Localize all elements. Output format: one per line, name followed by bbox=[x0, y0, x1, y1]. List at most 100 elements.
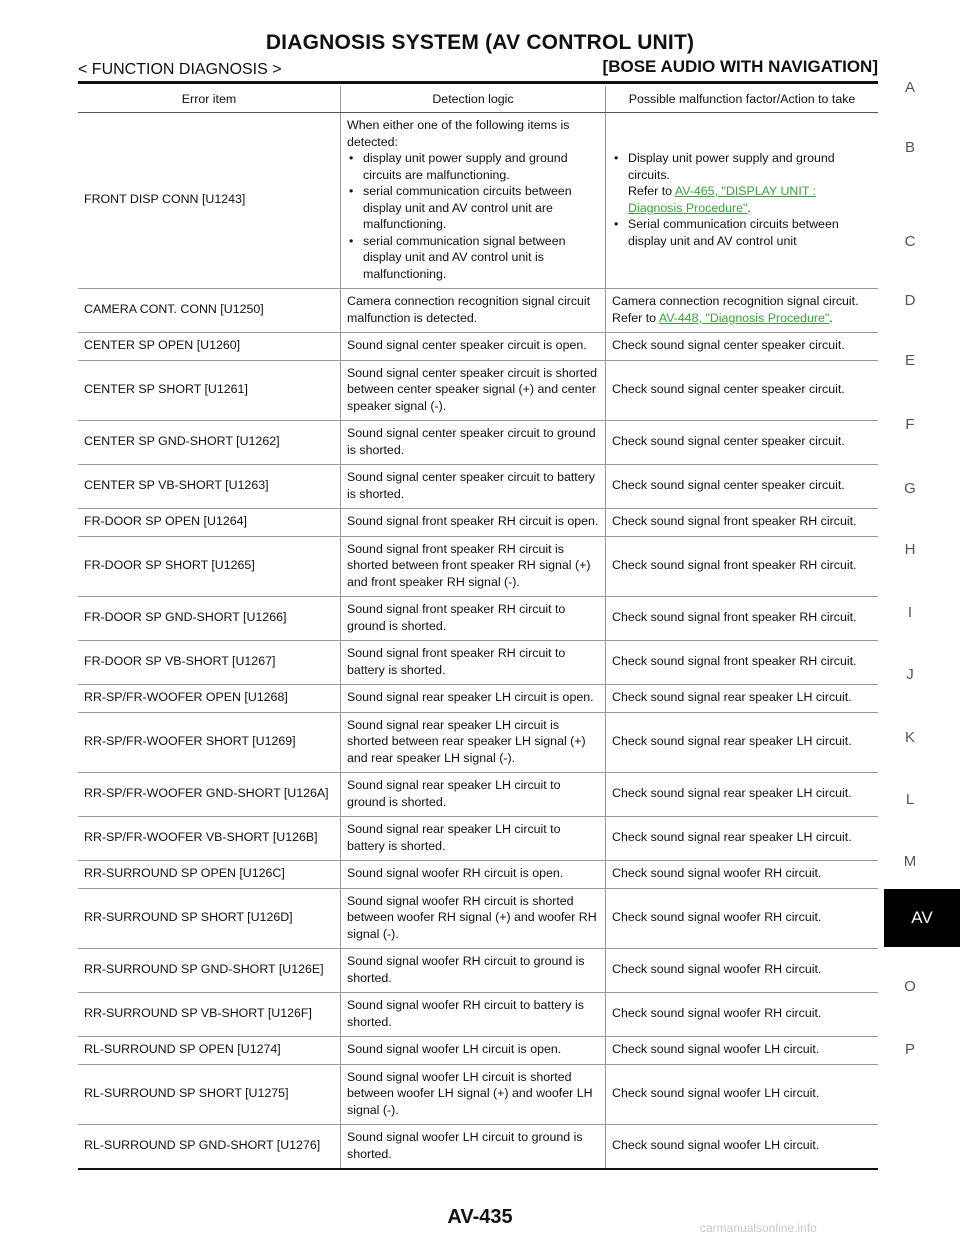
table-row: RR-SP/FR-WOOFER OPEN [U1268]Sound signal… bbox=[78, 684, 878, 713]
side-index-j[interactable]: J bbox=[906, 666, 914, 683]
detection-logic: Camera connection recognition signal cir… bbox=[340, 288, 606, 333]
header-detection-logic: Detection logic bbox=[340, 86, 606, 113]
model-label: [BOSE AUDIO WITH NAVIGATION] bbox=[602, 57, 878, 76]
error-item: FR-DOOR SP VB-SHORT [U1267] bbox=[78, 640, 341, 685]
error-item: RR-SP/FR-WOOFER GND-SHORT [U126A] bbox=[78, 772, 341, 817]
detection-logic: Sound signal center speaker circuit is o… bbox=[340, 332, 606, 361]
side-index-h[interactable]: H bbox=[904, 541, 916, 558]
action: Display unit power supply and ground cir… bbox=[605, 112, 878, 289]
action: Check sound signal woofer RH circuit. bbox=[605, 888, 878, 949]
error-item: CENTER SP SHORT [U1261] bbox=[78, 360, 341, 421]
table-row: RR-SURROUND SP OPEN [U126C]Sound signal … bbox=[78, 860, 878, 889]
action: Check sound signal woofer RH circuit. bbox=[605, 948, 878, 993]
error-item: CENTER SP GND-SHORT [U1262] bbox=[78, 420, 341, 465]
side-index-e[interactable]: E bbox=[904, 352, 915, 369]
table-row: FR-DOOR SP GND-SHORT [U1266]Sound signal… bbox=[78, 596, 878, 641]
table-row: FR-DOOR SP OPEN [U1264]Sound signal fron… bbox=[78, 508, 878, 537]
side-index-b[interactable]: B bbox=[904, 139, 915, 156]
header-action: Possible malfunction factor/Action to ta… bbox=[605, 86, 878, 113]
side-index-p[interactable]: P bbox=[904, 1041, 915, 1058]
page-title: DIAGNOSIS SYSTEM (AV CONTROL UNIT) bbox=[265, 31, 695, 54]
error-item: RR-SURROUND SP VB-SHORT [U126F] bbox=[78, 992, 341, 1037]
action: Check sound signal rear speaker LH circu… bbox=[605, 684, 878, 713]
action-bullet-list: Display unit power supply and ground cir… bbox=[612, 150, 872, 249]
side-index-l[interactable]: L bbox=[905, 791, 915, 808]
table-row: RR-SP/FR-WOOFER VB-SHORT [U126B]Sound si… bbox=[78, 816, 878, 861]
detection-logic: Sound signal woofer LH circuit to ground… bbox=[340, 1124, 606, 1170]
detection-logic: Sound signal woofer LH circuit is open. bbox=[340, 1036, 606, 1065]
refer-text: Refer to bbox=[628, 184, 673, 198]
side-index-o[interactable]: O bbox=[904, 978, 916, 995]
table-row: RR-SP/FR-WOOFER GND-SHORT [U126A]Sound s… bbox=[78, 772, 878, 817]
error-item: FR-DOOR SP GND-SHORT [U1266] bbox=[78, 596, 341, 641]
table-row: CENTER SP GND-SHORT [U1262]Sound signal … bbox=[78, 420, 878, 465]
table-row: RR-SURROUND SP VB-SHORT [U126F]Sound sig… bbox=[78, 992, 878, 1037]
list-item: display unit power supply and ground cir… bbox=[347, 150, 599, 183]
side-index-f[interactable]: F bbox=[905, 416, 915, 433]
action: Check sound signal front speaker RH circ… bbox=[605, 536, 878, 597]
action-text: Camera connection recognition signal cir… bbox=[612, 294, 859, 308]
table-row: RL-SURROUND SP OPEN [U1274]Sound signal … bbox=[78, 1036, 878, 1065]
refer-text: Refer to bbox=[612, 310, 657, 325]
table-row: RR-SURROUND SP GND-SHORT [U126E]Sound si… bbox=[78, 948, 878, 993]
side-index-av-active[interactable]: AV bbox=[884, 889, 960, 947]
detection-logic: Sound signal front speaker RH circuit to… bbox=[340, 596, 606, 641]
error-item: RR-SP/FR-WOOFER OPEN [U1268] bbox=[78, 684, 341, 713]
error-item: CENTER SP VB-SHORT [U1263] bbox=[78, 464, 341, 509]
action: Check sound signal rear speaker LH circu… bbox=[605, 772, 878, 817]
detection-logic: Sound signal woofer RH circuit to ground… bbox=[340, 948, 606, 993]
side-index-k[interactable]: K bbox=[904, 729, 915, 746]
detection-logic: Sound signal center speaker circuit to g… bbox=[340, 420, 606, 465]
detection-logic: Sound signal front speaker RH circuit is… bbox=[340, 508, 606, 537]
error-item: RR-SURROUND SP SHORT [U126D] bbox=[78, 888, 341, 949]
table-row: FR-DOOR SP VB-SHORT [U1267]Sound signal … bbox=[78, 640, 878, 685]
side-index-i[interactable]: I bbox=[907, 604, 913, 621]
page-number: AV-435 bbox=[447, 1206, 513, 1228]
side-index-a[interactable]: A bbox=[904, 79, 915, 96]
logic-bullet-list: display unit power supply and ground cir… bbox=[347, 150, 599, 282]
action: Check sound signal center speaker circui… bbox=[605, 420, 878, 465]
list-item: serial communication circuits between di… bbox=[347, 183, 599, 233]
error-item: RR-SURROUND SP OPEN [U126C] bbox=[78, 860, 341, 889]
error-item: FRONT DISP CONN [U1243] bbox=[78, 112, 341, 289]
detection-logic: Sound signal front speaker RH circuit is… bbox=[340, 536, 606, 597]
detection-logic: Sound signal woofer RH circuit is open. bbox=[340, 860, 606, 889]
reference-link[interactable]: AV-448, "Diagnosis Procedure" bbox=[658, 310, 830, 325]
table-row: CENTER SP VB-SHORT [U1263]Sound signal c… bbox=[78, 464, 878, 509]
action: Check sound signal center speaker circui… bbox=[605, 332, 878, 361]
error-item: CAMERA CONT. CONN [U1250] bbox=[78, 288, 341, 333]
action: Check sound signal woofer LH circuit. bbox=[605, 1036, 878, 1065]
side-index-g[interactable]: G bbox=[904, 480, 916, 497]
detection-logic: Sound signal front speaker RH circuit to… bbox=[340, 640, 606, 685]
action-text: Display unit power supply and ground cir… bbox=[628, 151, 835, 182]
list-item: Display unit power supply and ground cir… bbox=[612, 150, 872, 216]
error-item: CENTER SP OPEN [U1260] bbox=[78, 332, 341, 361]
action: Check sound signal front speaker RH circ… bbox=[605, 596, 878, 641]
detection-logic: Sound signal rear speaker LH circuit is … bbox=[340, 684, 606, 713]
watermark: carmanualsonline.info bbox=[700, 1221, 817, 1235]
detection-logic: Sound signal rear speaker LH circuit to … bbox=[340, 772, 606, 817]
side-index-m[interactable]: M bbox=[903, 853, 917, 870]
table-header-row: Error item Detection logic Possible malf… bbox=[78, 86, 878, 113]
table-row: CENTER SP OPEN [U1260]Sound signal cente… bbox=[78, 332, 878, 361]
action: Check sound signal center speaker circui… bbox=[605, 360, 878, 421]
list-item: serial communication signal between disp… bbox=[347, 233, 599, 283]
header-error-item: Error item bbox=[78, 86, 341, 113]
error-item: RL-SURROUND SP SHORT [U1275] bbox=[78, 1064, 341, 1125]
detection-logic: Sound signal woofer LH circuit is shorte… bbox=[340, 1064, 606, 1125]
side-index-d[interactable]: D bbox=[904, 292, 916, 309]
error-item: RL-SURROUND SP OPEN [U1274] bbox=[78, 1036, 341, 1065]
table-row: RL-SURROUND SP GND-SHORT [U1276]Sound si… bbox=[78, 1124, 878, 1170]
action: Check sound signal rear speaker LH circu… bbox=[605, 712, 878, 773]
reference-link[interactable]: AV-465, "DISPLAY UNIT : Diagnosis Proced… bbox=[628, 184, 817, 215]
detection-logic: Sound signal rear speaker LH circuit to … bbox=[340, 816, 606, 861]
detection-logic: Sound signal woofer RH circuit is shorte… bbox=[340, 888, 606, 949]
error-item: FR-DOOR SP SHORT [U1265] bbox=[78, 536, 341, 597]
action: Check sound signal front speaker RH circ… bbox=[605, 508, 878, 537]
table-row: FR-DOOR SP SHORT [U1265]Sound signal fro… bbox=[78, 536, 878, 597]
action: Camera connection recognition signal cir… bbox=[605, 288, 878, 333]
side-index-c[interactable]: C bbox=[904, 233, 916, 250]
table-row: CAMERA CONT. CONN [U1250] Camera connect… bbox=[78, 288, 878, 333]
table-row: FRONT DISP CONN [U1243] When either one … bbox=[78, 112, 878, 289]
header-rule bbox=[78, 81, 878, 84]
